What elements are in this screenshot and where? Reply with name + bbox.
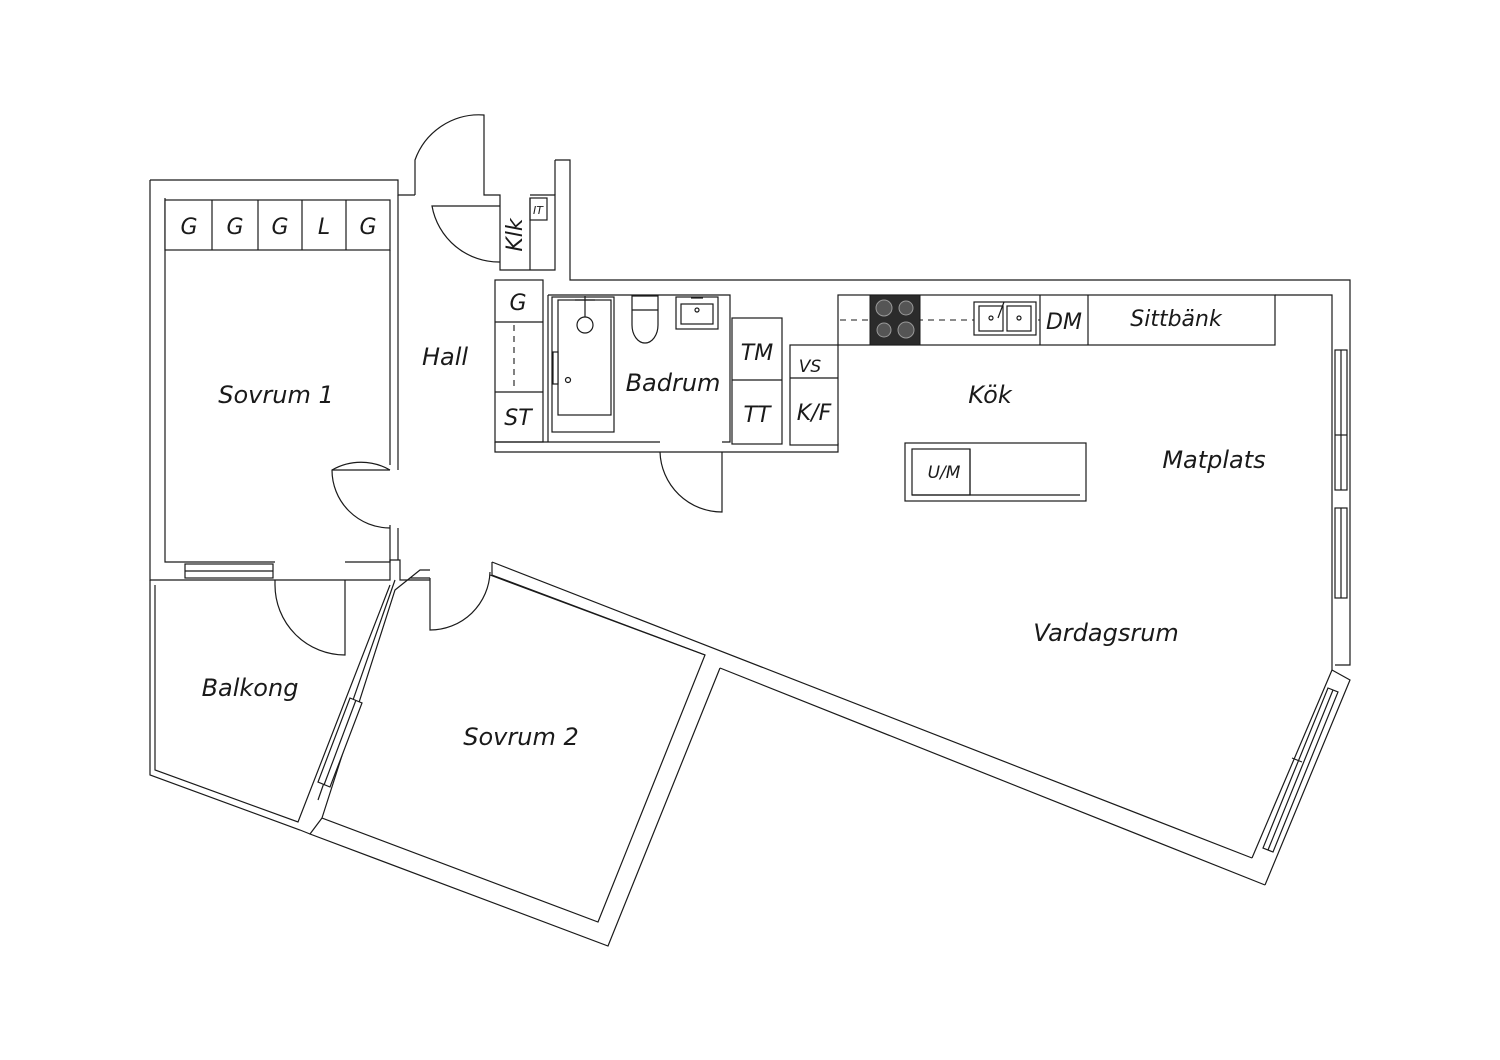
- hall-storage-frame: [494, 279, 544, 443]
- laundry: TM TT VS K/F: [731, 317, 839, 446]
- sovrum1-inner-bottom: [345, 525, 391, 563]
- badrum-door: [659, 451, 723, 513]
- room-badrum: Badrum: [626, 369, 721, 397]
- room-sovrum1: Sovrum 1: [218, 381, 333, 409]
- room-kok: Kök: [968, 381, 1013, 409]
- closet: IT Klk: [503, 197, 548, 270]
- entrance-shaft: [555, 159, 1351, 666]
- windows: [184, 349, 1348, 853]
- living-diag-outer: [719, 667, 1266, 886]
- bench-label: Sittbänk: [1130, 307, 1223, 332]
- bathroom: [494, 294, 839, 453]
- wardrobe-3: L: [318, 215, 330, 240]
- hall-wardrobe-label: G: [509, 291, 526, 316]
- fridge-frame: [789, 344, 839, 446]
- right-corner-inner: [1251, 669, 1333, 859]
- toilet-icon: [631, 295, 659, 344]
- bath-wall-top: [548, 294, 731, 443]
- shower-handle: [552, 351, 559, 385]
- kitchen-sink-icon: [973, 301, 1037, 336]
- room-labels: Sovrum 1 Hall Badrum Kök Matplats Vardag…: [202, 343, 1266, 751]
- dryer-label: TT: [744, 403, 772, 428]
- laundry-frame: [731, 317, 783, 445]
- wardrobe-1: G: [226, 215, 243, 240]
- living-diag-inner: [491, 561, 1253, 859]
- water-heater-label: VS: [799, 357, 822, 377]
- wardrobe-2: G: [271, 215, 288, 240]
- fridge-freezer-label: K/F: [797, 401, 832, 426]
- room-sovrum2: Sovrum 2: [463, 723, 578, 751]
- closet-it-label: IT: [533, 204, 544, 217]
- right-corner: [1264, 669, 1351, 886]
- wardrobe-row: G G G L G: [164, 199, 391, 251]
- room-balkong: Balkong: [202, 674, 299, 702]
- sovrum1-inner-wall: [164, 198, 275, 563]
- hall-storage-label: ST: [504, 406, 533, 431]
- right-inner-wall: [1275, 294, 1333, 670]
- outer-wall-top-left: [150, 179, 415, 196]
- doors: [274, 114, 723, 656]
- balkong-door: [274, 580, 346, 656]
- island-appliance-label: U/M: [928, 463, 961, 483]
- dishwasher-label: DM: [1046, 310, 1082, 335]
- sovrum2-door: [429, 571, 491, 631]
- hall-storage: G ST: [494, 279, 544, 443]
- walls: [149, 159, 1351, 947]
- closet-label: Klk: [503, 217, 528, 252]
- wardrobe-frame: [164, 199, 391, 251]
- shower-tray: [557, 299, 612, 416]
- balkong-inner: [154, 584, 391, 823]
- sovrum1-door: [331, 461, 391, 529]
- room-vardagsrum: Vardagsrum: [1033, 619, 1179, 647]
- sovrum2-leftwall: [409, 569, 430, 579]
- room-matplats: Matplats: [1162, 446, 1265, 474]
- bath-wall: [494, 442, 839, 453]
- wardrobe-4: G: [359, 215, 376, 240]
- kitchen-counter: DM Sittbänk: [837, 294, 1276, 346]
- closet-door: [431, 205, 501, 263]
- stove-icon: [869, 294, 921, 346]
- room-hall: Hall: [422, 343, 468, 371]
- living-diag-outer2: [491, 562, 706, 656]
- washer-label: TM: [741, 341, 773, 366]
- sovrum2-outer: [309, 667, 721, 947]
- balkong-wall: [149, 580, 311, 835]
- island-frame: [904, 442, 1087, 502]
- wardrobe-0: G: [180, 215, 197, 240]
- entrance-door: [414, 114, 485, 180]
- kitchen-island: U/M: [904, 442, 1087, 502]
